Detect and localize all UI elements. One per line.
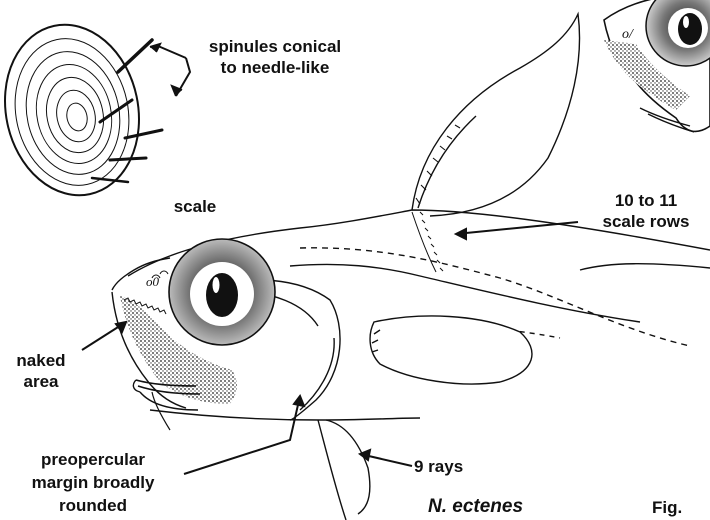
preopercular-label-line1: preopercular	[0, 448, 186, 471]
naked-area-label-line2: area	[2, 371, 80, 392]
scale-rows-label-line1: 10 to 11	[584, 190, 708, 211]
preopercular-label: preopercular margin broadly rounded	[0, 448, 186, 517]
spinules-label: spinules conical to needle-like	[190, 36, 360, 78]
naked-area-label-line1: naked	[2, 350, 80, 371]
preopercular-label-line3: rounded	[0, 494, 186, 517]
spinules-leaders	[150, 44, 190, 96]
preopercular-label-line2: margin broadly	[0, 471, 186, 494]
figure-reference: Fig.	[652, 498, 682, 518]
rays-label: 9 rays	[414, 456, 484, 477]
scale-label: scale	[160, 196, 230, 217]
svg-text:o0: o0	[146, 274, 160, 289]
inset-head: o/	[604, 0, 710, 132]
spinules-label-line1: spinules conical	[190, 36, 360, 57]
svg-text:o/: o/	[622, 27, 634, 42]
species-name: N. ectenes	[428, 496, 523, 518]
scale-rows-label-line2: scale rows	[584, 211, 708, 232]
spinules-label-line2: to needle-like	[190, 57, 360, 78]
naked-area-label: naked area	[2, 350, 80, 392]
fish-eye	[169, 239, 275, 345]
scale-rows-label: 10 to 11 scale rows	[584, 190, 708, 232]
scale-drawing	[0, 12, 162, 208]
